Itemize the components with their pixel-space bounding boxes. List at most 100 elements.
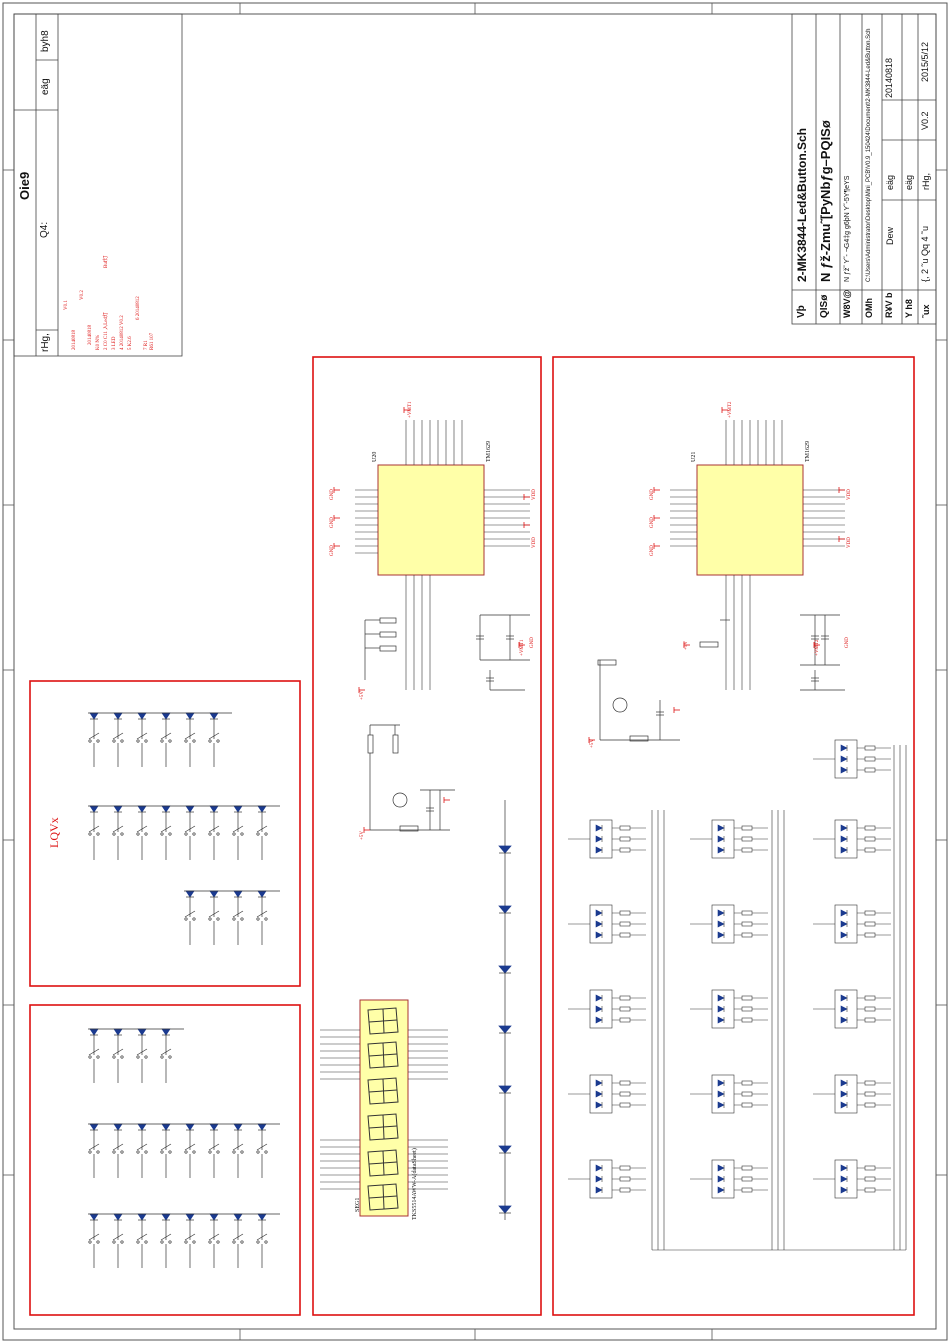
tb-footer: {, 2 ˜u Qq 4 ˜u: [920, 225, 930, 282]
seven-seg-digit: [367, 1041, 399, 1069]
net-flag: [333, 487, 340, 493]
revision-entry: 7 R1: [144, 340, 149, 350]
frame-driver-left: [312, 356, 542, 1316]
key-switch: [256, 805, 268, 860]
tb-label-reviewer: R¥V b: [884, 292, 894, 318]
revision-entry: V0.1: [64, 300, 69, 310]
key-switch: [136, 805, 148, 860]
key-switch: [232, 1213, 244, 1268]
revision-entry: 3 LED: [112, 336, 117, 350]
net-label: GND: [845, 637, 850, 648]
key-switch: [208, 890, 220, 945]
tb-file: N ƒž˜ Y˜- ¬G4‡g g6þN Y˜-5Y¶eYS: [844, 175, 851, 282]
net-flag: [333, 543, 340, 549]
tb-label-approver: Y h8: [904, 299, 914, 318]
revision-entry: 4 20140812 V0.2: [120, 315, 125, 350]
seven-seg-digit: [367, 1077, 399, 1105]
key-switch: [184, 1213, 196, 1268]
status-led: [498, 1205, 512, 1214]
net-flag: [673, 707, 680, 713]
rgb-led: [568, 904, 646, 944]
key-switch: [256, 1213, 268, 1268]
single-leds: [498, 845, 512, 1214]
revision-entry: 5 K2.6: [128, 336, 133, 350]
transistor-left: [367, 724, 455, 832]
net-label: +VMT1: [520, 639, 525, 656]
tb-label-date2: eäg: [904, 174, 914, 190]
net-flag: [813, 642, 820, 648]
tb-label-title: QISø: [819, 294, 830, 318]
tb-label-rev: rHg,: [921, 172, 931, 190]
net-label: VDD: [847, 489, 852, 500]
revision-col-date: eäg: [40, 78, 51, 95]
seg-label: SEG1: [355, 1197, 361, 1212]
key-switch: [256, 1123, 268, 1178]
key-switch: [136, 1028, 148, 1083]
net-label: +VMT2: [728, 401, 733, 418]
tb-date-rev: 2015/5/12: [920, 41, 930, 82]
net-flag: [518, 642, 525, 648]
rgb-led: [690, 904, 768, 944]
net-flag: [523, 494, 530, 500]
revision-entry: K0 N%: [96, 334, 101, 350]
net-flag: [721, 407, 728, 413]
net-flags: [333, 407, 845, 833]
ic-tm1629-right: [670, 420, 845, 690]
key-arrays: [88, 712, 280, 1268]
border-grid-ticks: [3, 3, 947, 1340]
net-label: GND: [650, 489, 655, 500]
ic-right-part: TM1629: [805, 441, 811, 462]
net-flag: [403, 407, 410, 413]
tb-project: 2-MK3844-Led&Button.Sch: [795, 127, 809, 282]
net-flag: [653, 487, 660, 493]
revision-entry: 2 C0 C11 入Led灯: [104, 311, 109, 350]
net-label: +VMT2: [815, 639, 820, 656]
key-switch: [184, 1123, 196, 1178]
net-label: +5V: [590, 739, 595, 748]
net-label: GND: [530, 637, 535, 648]
frame-driver-right: [552, 356, 915, 1316]
tb-path: C:\Users\Administrator\Desktop\Mini_PCB\…: [866, 28, 872, 282]
bus-lines-right: [651, 745, 907, 1251]
net-flag: [363, 827, 370, 833]
ic-left-ref: U20: [372, 451, 378, 462]
key-switch: [160, 1028, 172, 1083]
net-flag: [653, 543, 660, 549]
seg-digits: [367, 1007, 399, 1211]
revision-col-rev: rHg,: [40, 333, 51, 352]
transistor-right: [597, 614, 845, 742]
section-frames: [29, 356, 915, 1316]
rgb-led: [690, 819, 768, 859]
revision-entry: V0.2: [80, 290, 85, 300]
key-switch: [208, 1213, 220, 1268]
status-led: [498, 905, 512, 914]
status-led: [498, 965, 512, 974]
tb-version: V0.2: [920, 111, 930, 130]
key-switch: [184, 805, 196, 860]
revision-title: Oie9: [17, 171, 32, 200]
key-switch: [88, 1213, 100, 1268]
net-label: GND: [650, 545, 655, 556]
rgb-led: [813, 739, 891, 779]
net-label: +5V: [360, 691, 365, 700]
keys-section-label: LQVx: [47, 817, 61, 848]
key-switch: [160, 1123, 172, 1178]
revision-table: [13, 13, 183, 357]
net-flag: [838, 487, 845, 493]
revision-entry: Buf灯: [104, 255, 109, 268]
seven-seg-digit: [367, 1007, 399, 1035]
tb-designer: Dew: [885, 226, 895, 245]
key-switch: [184, 890, 196, 945]
rgb-led: [690, 1159, 768, 1199]
rgb-led: [568, 989, 646, 1029]
ic-right-ref: U21: [691, 451, 697, 462]
tb-title: N ƒž-Zmu˜[PyNbƒg–PQISø: [818, 120, 833, 282]
ic-tm1629-left: [355, 420, 530, 690]
title-block: [791, 13, 937, 325]
tb-label-file: W8V@: [842, 289, 852, 318]
key-switch: [208, 712, 220, 767]
key-switch: [112, 1213, 124, 1268]
revision-subtitle: Q4:: [39, 221, 50, 238]
passives-left: [364, 614, 530, 691]
